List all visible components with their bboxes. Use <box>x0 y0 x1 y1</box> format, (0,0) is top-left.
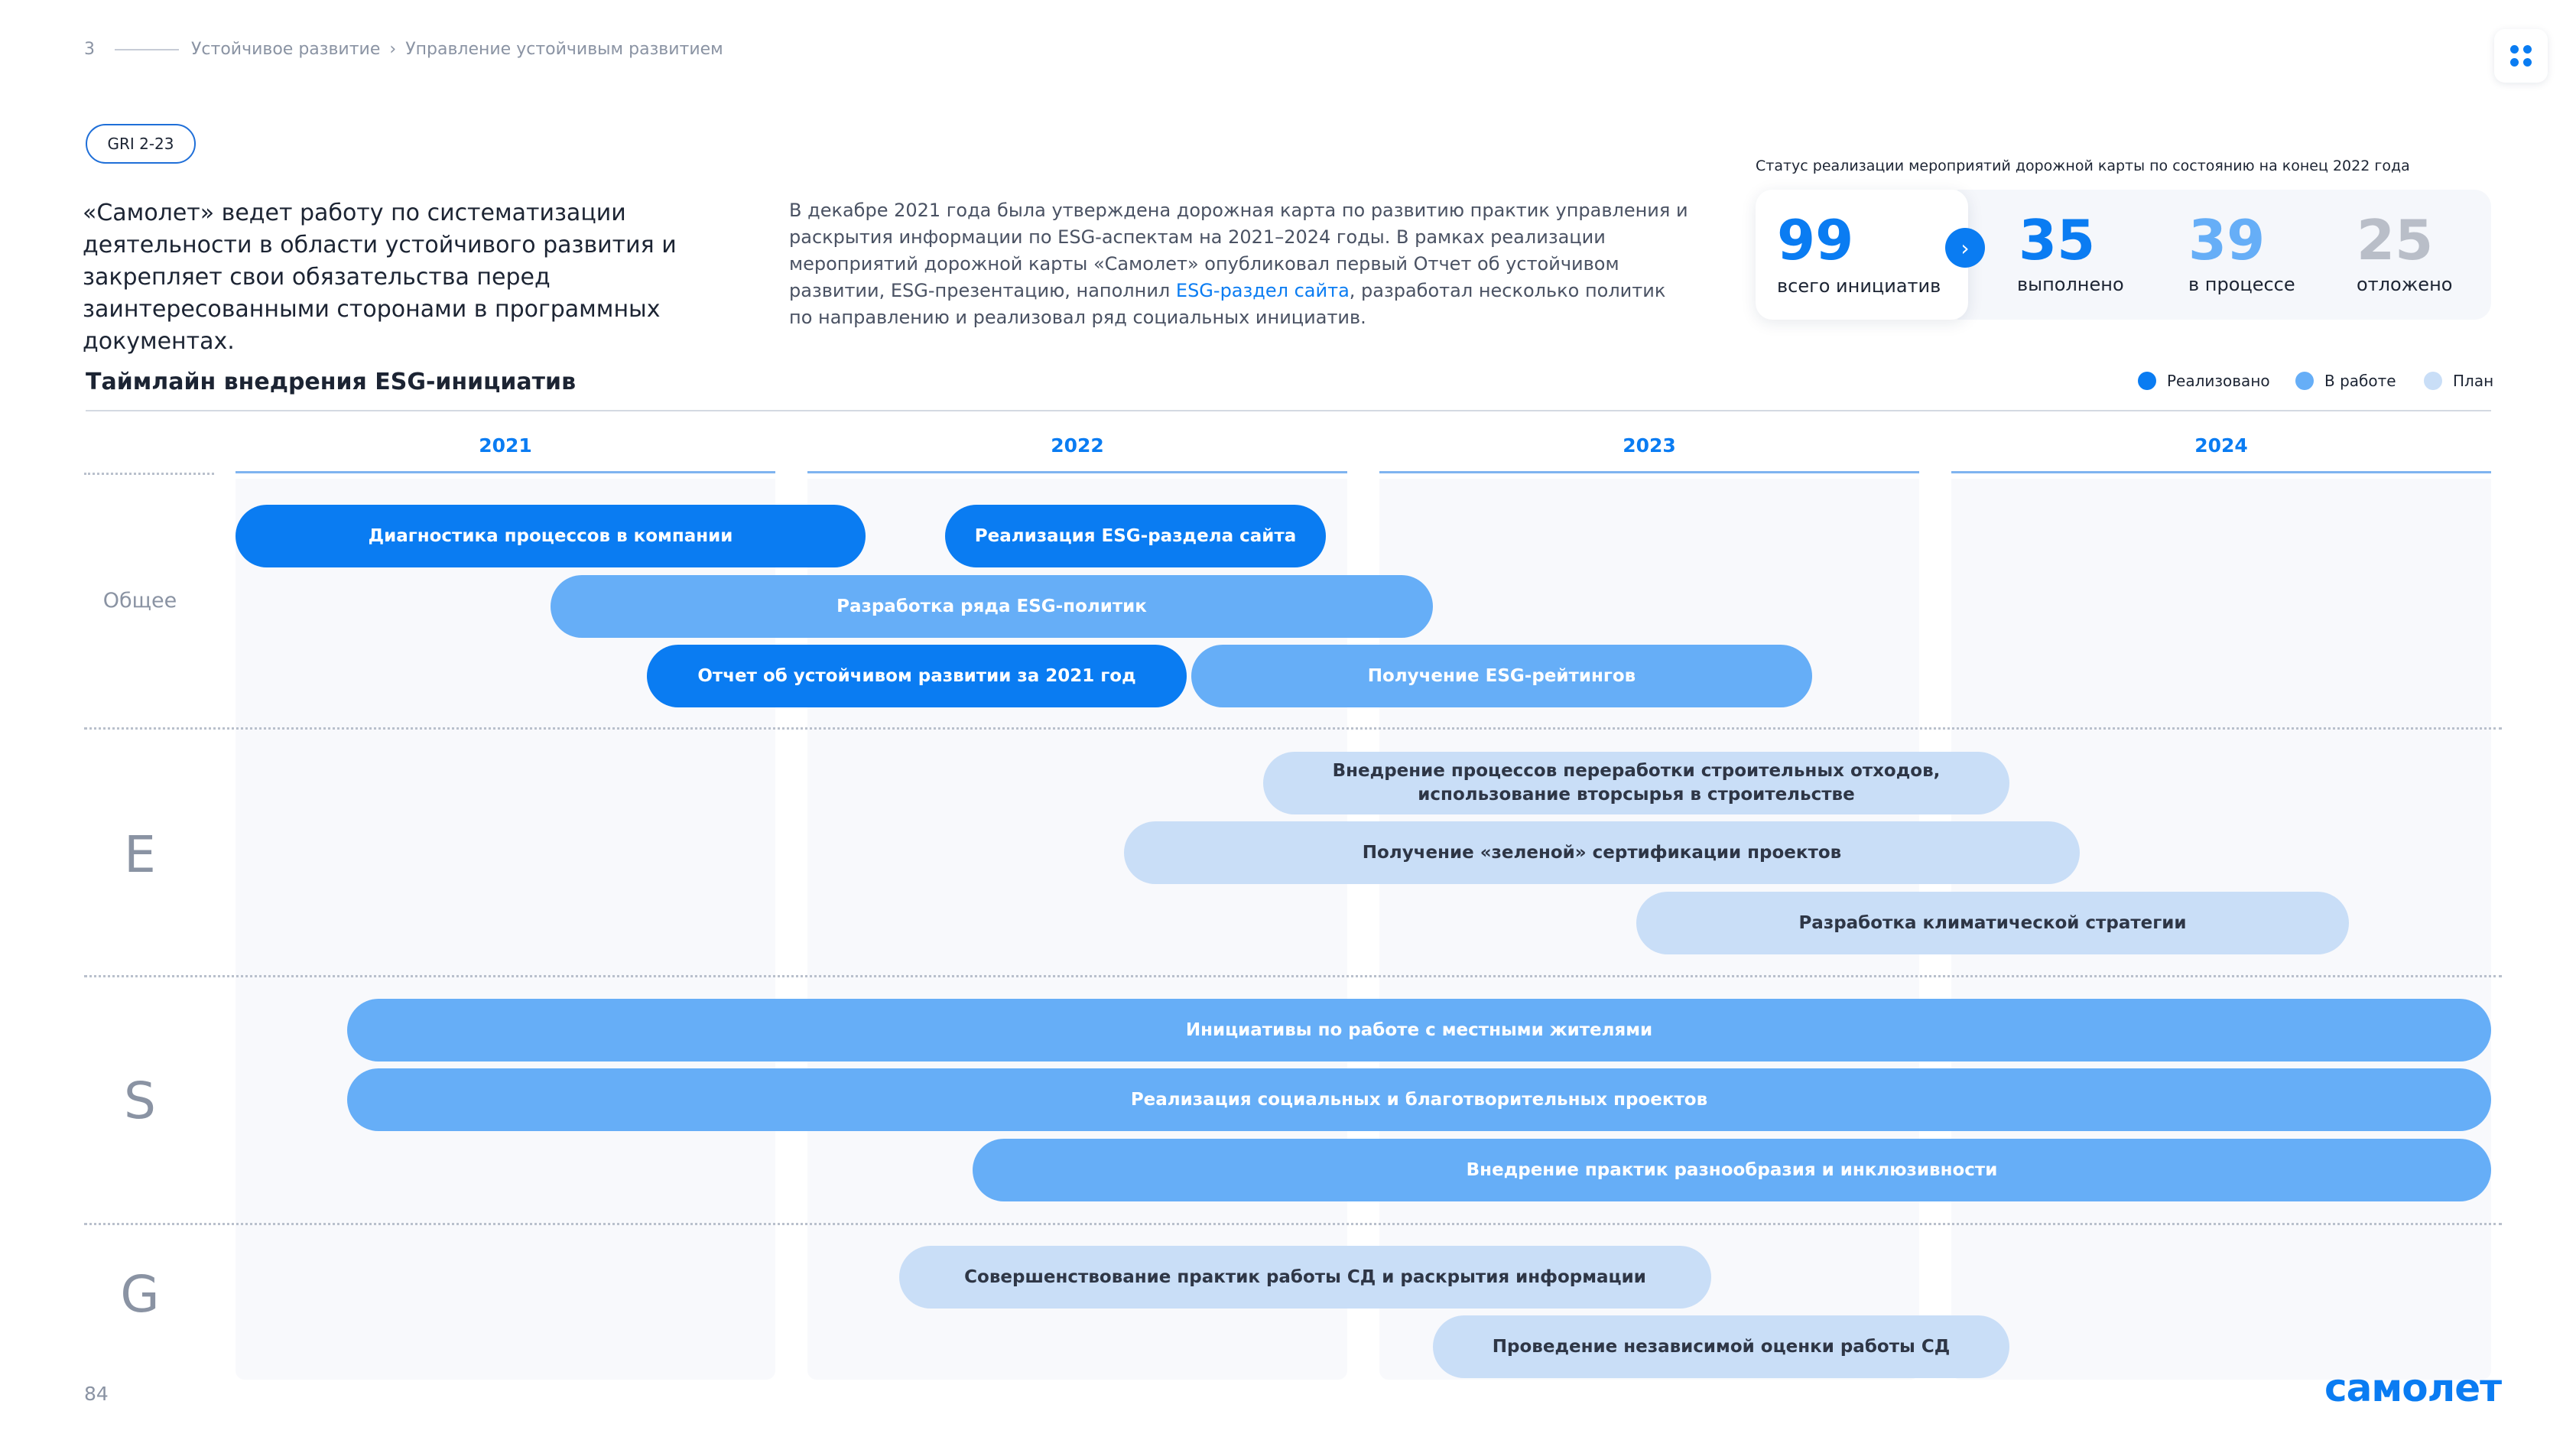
section-number: 3 <box>84 40 95 59</box>
row-separator <box>84 473 214 475</box>
legend-dot <box>2424 372 2442 390</box>
year-label-2024: 2024 <box>2194 434 2248 457</box>
timeline-bar[interactable]: Внедрение практик разнообразия и инклюзи… <box>973 1139 2491 1201</box>
breadcrumb-item-management[interactable]: Управление устойчивым развитием <box>405 40 723 59</box>
gri-badge: GRI 2-23 <box>86 124 196 164</box>
timeline-bar[interactable]: Получение «зеленой» сертификации проекто… <box>1124 821 2080 884</box>
lead-text: «Самолет» ведет работу по систематизации… <box>83 200 677 355</box>
in-progress-label: в процессе <box>2188 274 2295 295</box>
description-text: В декабре 2021 года была утверждена доро… <box>789 200 1688 328</box>
menu-button[interactable] <box>2494 29 2548 83</box>
timeline-bar[interactable]: Внедрение процессов переработки строител… <box>1263 752 2009 814</box>
total-initiatives-label: всего инициатив <box>1777 275 1941 297</box>
legend-plan: План <box>2424 372 2493 390</box>
timeline-bar[interactable]: Разработка климатической стратегии <box>1636 892 2349 954</box>
year-line <box>236 471 775 473</box>
chevron-right-icon[interactable]: › <box>1945 228 1985 268</box>
row-label-s: S <box>84 994 196 1207</box>
timeline-bar[interactable]: Отчет об устойчивом развитии за 2021 год <box>647 645 1187 707</box>
samolet-logo: самолет <box>2324 1366 2502 1410</box>
chevron-right-icon: › <box>389 40 397 59</box>
legend-in-work: В работе <box>2295 372 2396 390</box>
timeline-bar[interactable]: Реализация ESG-раздела сайта <box>945 505 1326 567</box>
row-label-g: G <box>84 1242 196 1346</box>
esg-section-link[interactable]: ESG-раздел сайта <box>1175 280 1350 301</box>
row-separator <box>84 975 2502 977</box>
breadcrumb-item-sustainability[interactable]: Устойчивое развитие <box>191 40 381 59</box>
row-separator <box>84 1223 2502 1225</box>
timeline-bar[interactable]: Реализация социальных и благотворительны… <box>347 1068 2491 1131</box>
status-title: Статус реализации мероприятий дорожной к… <box>1756 158 2410 174</box>
legend-dot <box>2138 372 2156 390</box>
row-label-general: Общее <box>84 494 196 707</box>
postponed-value: 25 <box>2357 208 2434 272</box>
legend-dot <box>2295 372 2314 390</box>
timeline-bar[interactable]: Проведение независимой оценки работы СД <box>1433 1315 2009 1378</box>
page-number: 84 <box>84 1383 109 1405</box>
row-label-e: E <box>84 748 196 961</box>
done-label: выполнено <box>2017 274 2124 295</box>
done-value: 35 <box>2019 208 2096 272</box>
year-label-2021: 2021 <box>479 434 532 457</box>
timeline-bar[interactable]: Получение ESG-рейтингов <box>1191 645 1812 707</box>
year-line <box>1951 471 2491 473</box>
timeline-bar[interactable]: Разработка ряда ESG-политик <box>551 575 1433 638</box>
row-separator <box>84 727 2502 730</box>
timeline-title: Таймлайн внедрения ESG-инициатив <box>86 369 577 395</box>
status-details-panel <box>1957 190 2491 320</box>
timeline-bar[interactable]: Диагностика процессов в компании <box>236 505 866 567</box>
year-label-2022: 2022 <box>1051 434 1104 457</box>
in-progress-value: 39 <box>2188 208 2266 272</box>
year-line <box>807 471 1347 473</box>
timeline-bar[interactable]: Совершенствование практик работы СД и ра… <box>899 1246 1711 1309</box>
status-total-card: 99 всего инициатив <box>1756 190 1968 320</box>
total-initiatives-value: 99 <box>1777 208 1854 272</box>
legend-done: Реализовано <box>2138 372 2270 390</box>
breadcrumb-divider <box>115 48 179 50</box>
year-line <box>1379 471 1919 473</box>
breadcrumb: 3 Устойчивое развитие › Управление устой… <box>84 40 723 59</box>
timeline-bar[interactable]: Инициативы по работе с местными жителями <box>347 999 2491 1061</box>
timeline-divider <box>86 410 2491 411</box>
postponed-label: отложено <box>2357 274 2453 295</box>
year-label-2023: 2023 <box>1623 434 1676 457</box>
